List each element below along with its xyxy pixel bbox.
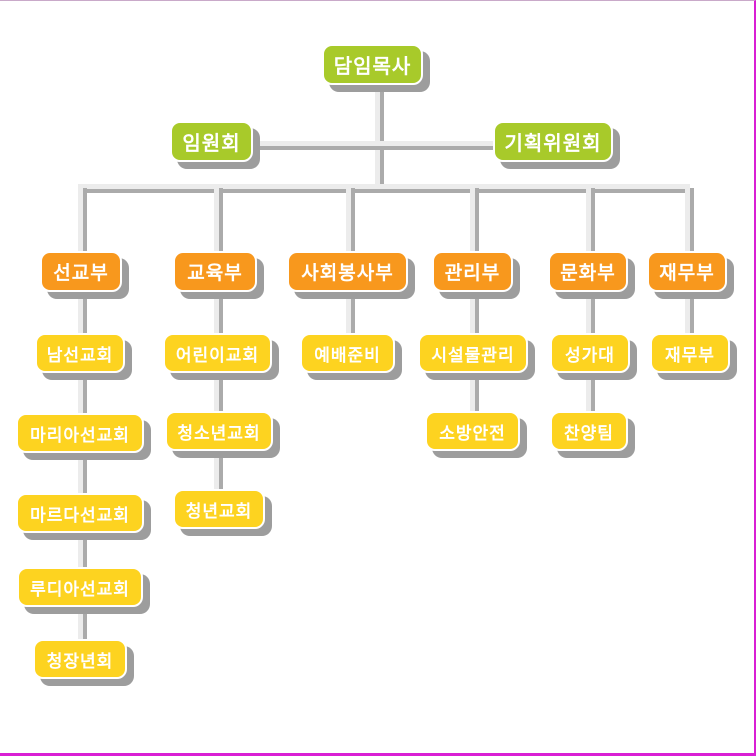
node-fire-safety: 소방안전 bbox=[425, 411, 520, 451]
node-dept-missions: 선교부 bbox=[40, 251, 122, 292]
node-worship-prep: 예배준비 bbox=[300, 333, 395, 373]
node-young-adults: 청장년회 bbox=[33, 639, 127, 679]
node-mens-mission: 남선교회 bbox=[35, 333, 125, 373]
node-teen-church: 청소년교회 bbox=[165, 411, 273, 451]
node-dept-management: 관리부 bbox=[432, 251, 513, 292]
node-facilities: 시설물관리 bbox=[418, 333, 528, 373]
node-dept-finance: 재무부 bbox=[647, 251, 727, 292]
connector-col-management bbox=[470, 184, 475, 431]
node-dept-culture: 문화부 bbox=[548, 251, 628, 292]
node-finance-sub: 재무부 bbox=[650, 333, 730, 373]
node-choir: 성가대 bbox=[550, 333, 630, 373]
node-dept-social-service: 사회봉사부 bbox=[287, 251, 408, 292]
node-dept-education: 교육부 bbox=[173, 251, 257, 292]
connector-root-vertical bbox=[375, 85, 380, 185]
node-youth-church: 청년교회 bbox=[173, 489, 265, 529]
node-planning-committee: 기획위원회 bbox=[493, 121, 613, 162]
node-maria-mission: 마리아선교회 bbox=[16, 413, 144, 453]
node-children-church: 어린이교회 bbox=[163, 333, 272, 373]
connector-trunk-horizontal bbox=[79, 184, 690, 189]
node-praise-team: 찬양팀 bbox=[550, 411, 628, 451]
node-martha-mission: 마르다선교회 bbox=[16, 493, 144, 533]
connector-col-culture bbox=[586, 184, 591, 431]
node-executive-committee: 임원회 bbox=[170, 121, 253, 162]
node-senior-pastor: 담임목사 bbox=[322, 44, 423, 85]
node-lydia-mission: 루디아선교회 bbox=[17, 567, 143, 607]
connector-committees-horizontal bbox=[253, 141, 493, 146]
